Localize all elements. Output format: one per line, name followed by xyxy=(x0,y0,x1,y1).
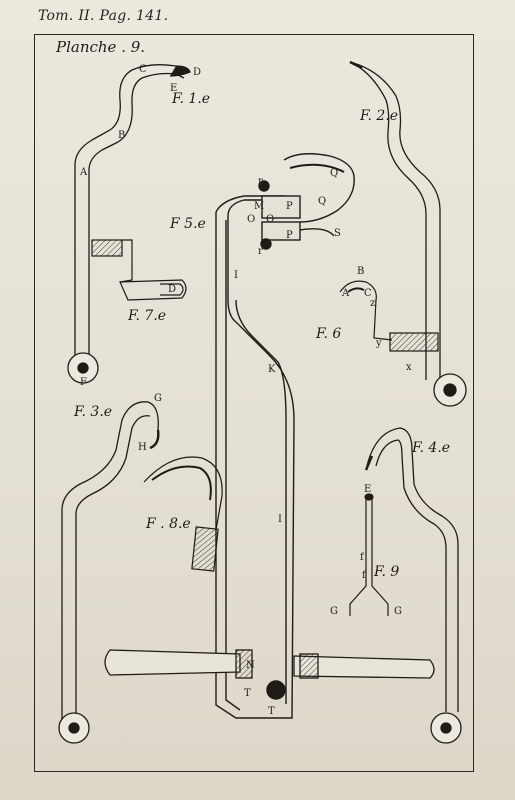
figure-7-tool xyxy=(91,239,187,301)
letter-P-top-fig5: P xyxy=(286,201,293,212)
plate-border xyxy=(34,34,474,772)
letter-I-lower-fig5: I xyxy=(278,514,282,525)
letter-G-right-fig9: G xyxy=(394,606,402,617)
letter-Q-mid-fig5: Q xyxy=(318,196,326,207)
letter-Q-top-fig5: Q xyxy=(330,168,338,179)
figure-label-1: F. 1.e xyxy=(171,91,210,107)
letter-P-bottom-fig5: P xyxy=(286,230,293,241)
plate-title: Planche . 9. xyxy=(55,38,145,56)
letter-I-upper-fig5: I xyxy=(234,270,238,281)
letter-O-left-fig5: O xyxy=(247,214,255,225)
letter-y-fig6: y xyxy=(375,338,382,349)
figure-label-8: F . 8.e xyxy=(145,516,191,532)
figure-label-6: F. 6 xyxy=(315,326,341,342)
page-header: Tom. II. Pag. 141. xyxy=(38,8,169,24)
figure-label-9: F. 9 xyxy=(373,564,399,580)
letter-f-bottom-fig9: f xyxy=(362,570,367,581)
figure-3-hook xyxy=(58,401,160,744)
letter-E-fig9: E xyxy=(364,484,371,495)
letter-S-fig5: S xyxy=(334,228,341,239)
letter-O-right-fig5: O xyxy=(266,214,274,225)
figure-label-2: F. 2.e xyxy=(359,108,398,124)
letter-F-fig1: F xyxy=(80,377,87,388)
letter-T-bottom-fig5: T xyxy=(268,706,275,717)
letter-C-fig6: C xyxy=(364,288,372,299)
figure-9-forceps xyxy=(349,493,389,616)
letter-G-left-fig9: G xyxy=(330,606,338,617)
figure-label-5: F 5.e xyxy=(169,216,206,232)
letter-r-bottom-fig5: r xyxy=(258,246,263,257)
figure-label-4: F. 4.e xyxy=(411,440,450,456)
figure-label-7: F. 7.e xyxy=(127,308,166,324)
figure-8-blade xyxy=(143,456,223,572)
letter-H-fig3: H xyxy=(138,442,147,453)
figure-6-needle xyxy=(339,280,439,352)
letter-B-fig1: B xyxy=(118,130,125,141)
letter-C-fig1: C xyxy=(139,64,147,75)
letter-z-fig6: z xyxy=(370,298,375,309)
figure-5-instrument xyxy=(215,153,355,719)
letter-G-fig3: G xyxy=(154,393,162,404)
letter-x-fig6: x xyxy=(406,362,412,373)
letter-T-left-fig5: T xyxy=(244,688,251,699)
letter-D-fig1: D xyxy=(193,67,201,78)
letter-D-fig7: D xyxy=(168,284,176,295)
letter-A-fig6: A xyxy=(341,288,350,299)
letter-r-top-fig5: r xyxy=(258,176,263,187)
figure-1-hook xyxy=(67,64,191,384)
letter-B-fig6: B xyxy=(357,266,364,277)
letter-A-fig1: A xyxy=(79,167,88,178)
figure-label-3: F. 3.e xyxy=(73,404,112,420)
letter-N-fig5: N xyxy=(246,660,255,671)
letter-E-fig1: E xyxy=(170,83,177,94)
letter-M-fig5: M xyxy=(254,201,264,212)
figure-4-hook xyxy=(364,427,462,744)
letter-K-fig5: K xyxy=(268,364,276,375)
figure-2-hook xyxy=(349,60,467,407)
letter-f-top-fig9: f xyxy=(360,552,365,563)
figure-5-crossbar xyxy=(104,649,435,679)
